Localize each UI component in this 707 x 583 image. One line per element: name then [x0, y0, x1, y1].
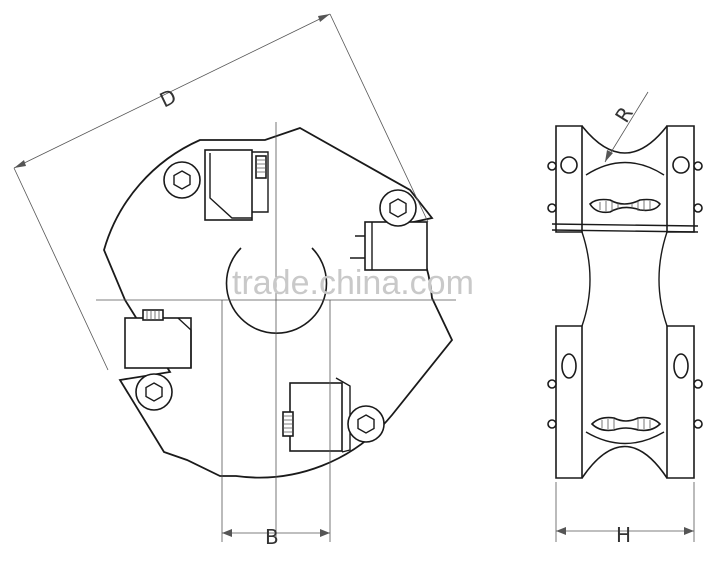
center-bore [225, 247, 328, 335]
blade-insert-right [350, 221, 428, 271]
hex-screw-right [379, 189, 417, 227]
side-left-flange [555, 125, 583, 233]
blade-insert-top [204, 149, 269, 221]
side-bottom-profile [581, 445, 668, 479]
hex-screw-left [135, 373, 173, 411]
hex-screw-bottom [347, 405, 385, 443]
dimension-b-label: B [265, 525, 279, 549]
dimension-b: B [221, 300, 331, 549]
side-right-flange [666, 125, 695, 233]
dimension-d-label: D [156, 84, 180, 112]
dimension-d: D [13, 13, 429, 371]
dimension-r-label: R [610, 102, 638, 127]
side-slot-lower [590, 416, 662, 432]
side-screw-holes [547, 156, 703, 429]
hex-screw-top-left [163, 161, 201, 199]
dimension-r: R [604, 91, 649, 163]
dimension-h: H [555, 482, 695, 547]
side-view: R H [547, 91, 703, 547]
front-view: D B [13, 13, 456, 549]
blade-insert-bottom [282, 377, 351, 453]
side-top-profile [581, 125, 668, 154]
watermark-text: trade.china.com [232, 264, 474, 302]
blade-insert-left [124, 309, 192, 369]
dimension-h-label: H [616, 523, 631, 547]
side-slot-upper [588, 198, 661, 214]
